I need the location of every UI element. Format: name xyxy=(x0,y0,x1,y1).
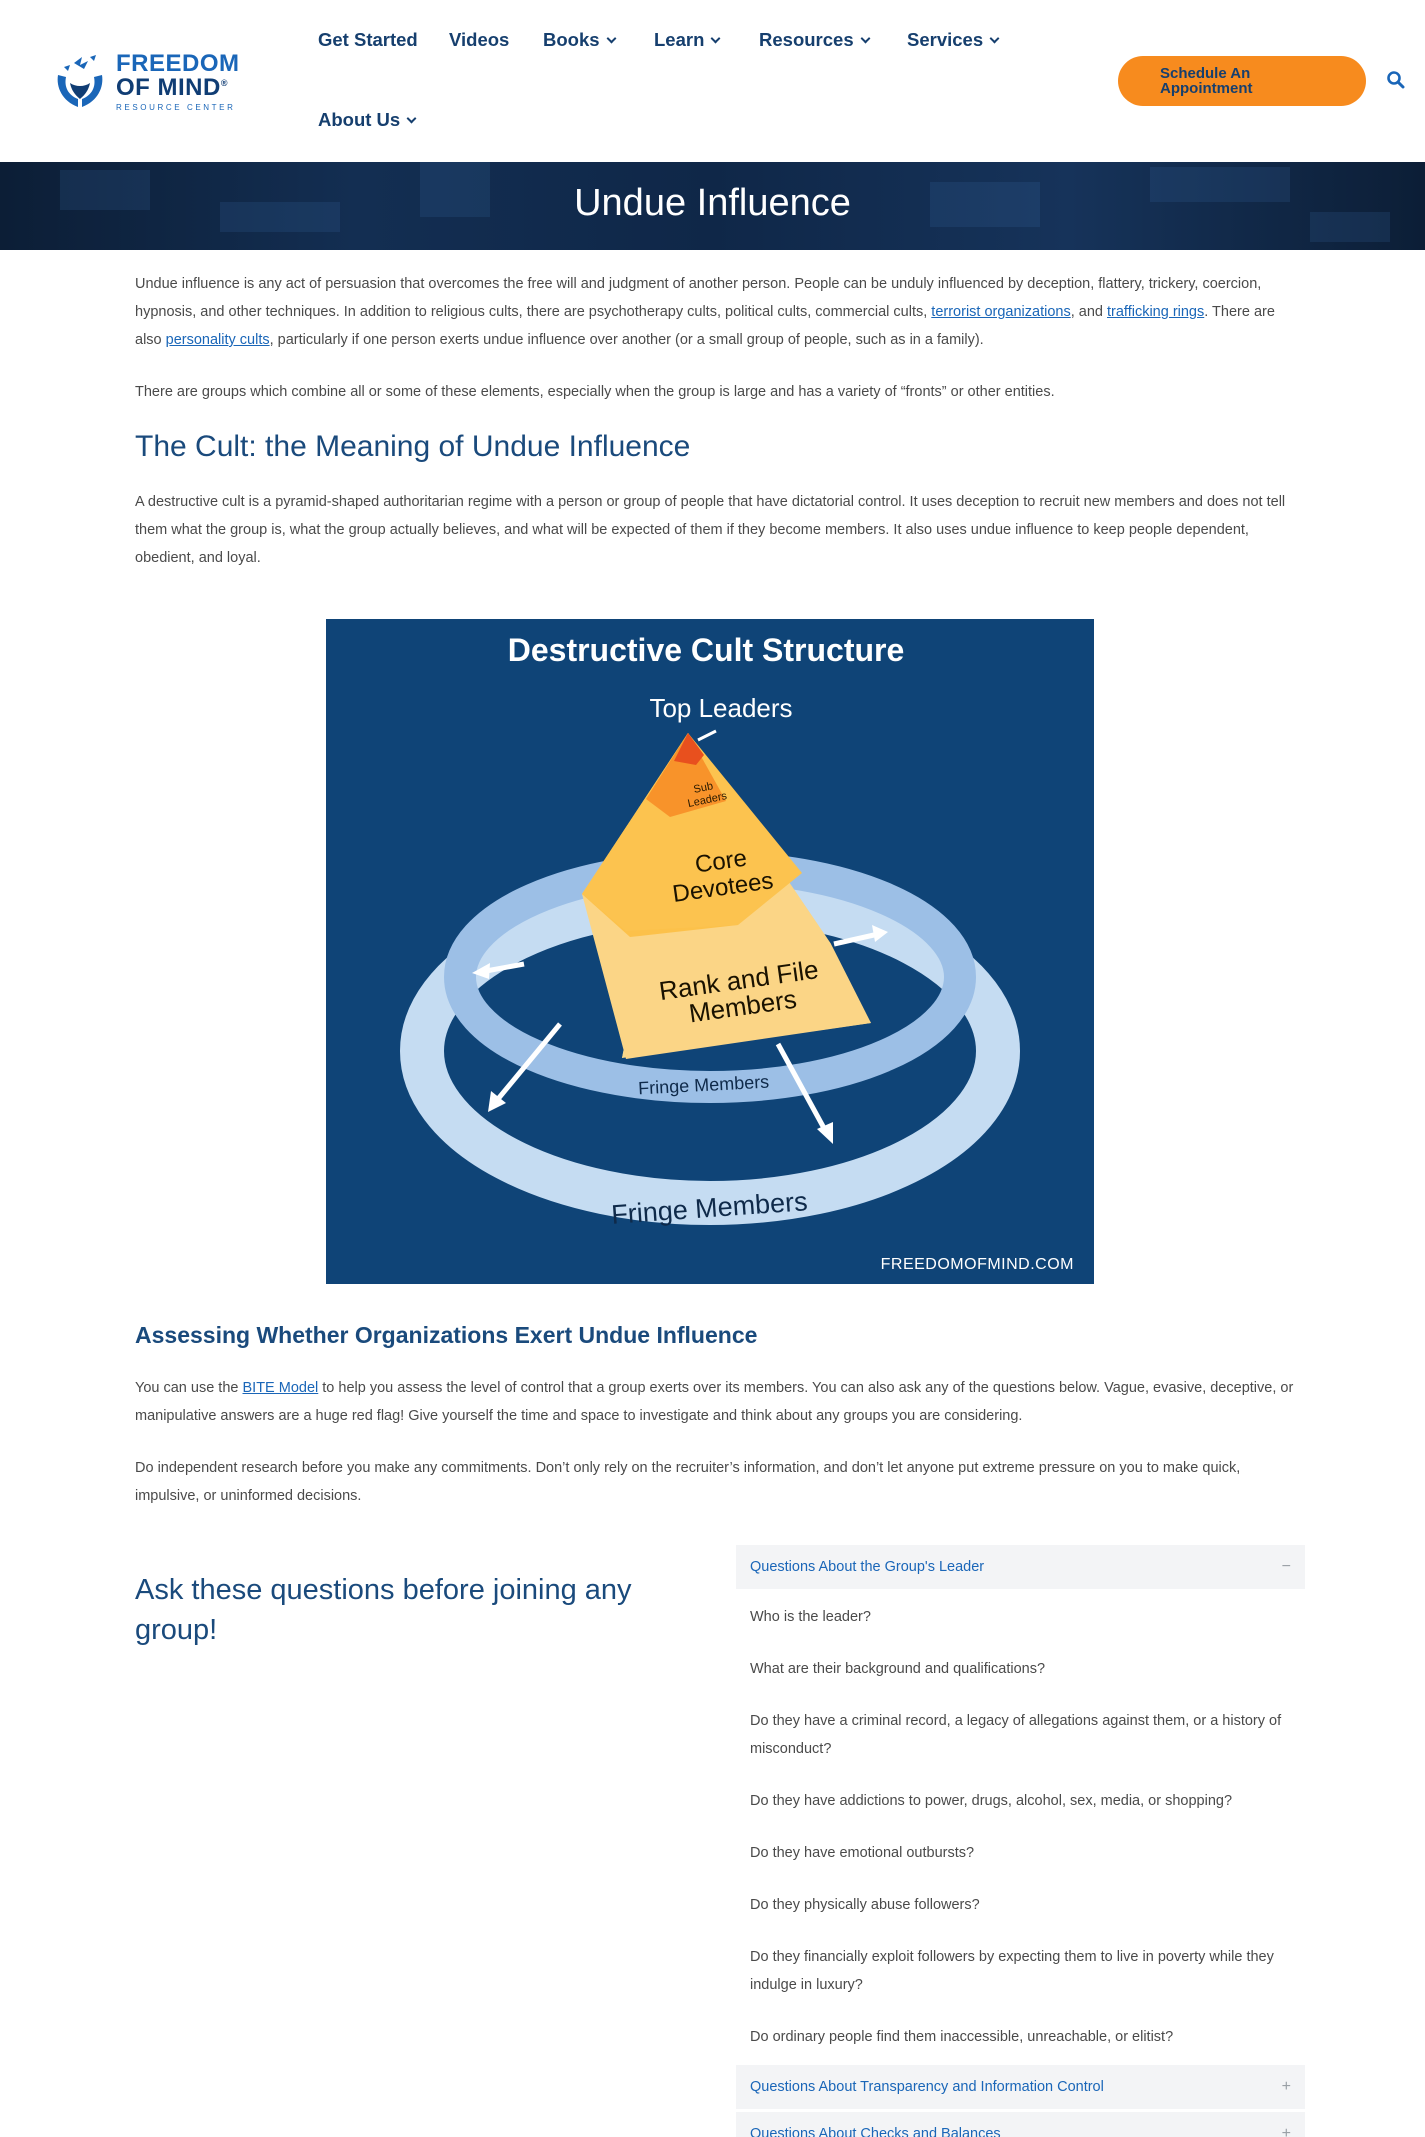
list-item: Do they financially exploit followers by… xyxy=(750,1949,1274,1993)
list-item: What are their background and qualificat… xyxy=(750,1661,1046,1677)
nav-label: Resources xyxy=(759,29,854,50)
intro-text-b: , and xyxy=(1070,304,1107,320)
list-item: Do they have a criminal record, a legacy… xyxy=(750,1713,1282,1757)
trafficking-rings-link[interactable]: trafficking rings xyxy=(1107,304,1205,320)
intro-section: Undue influence is any act of persuasion… xyxy=(135,270,1305,406)
banner-tile xyxy=(60,170,150,210)
chevron-down-icon xyxy=(406,113,417,123)
nav-item-get-started[interactable]: Get Started xyxy=(318,29,418,51)
arrow-left xyxy=(485,961,525,974)
logo-line-1: FREEDOM xyxy=(116,50,240,77)
chevron-down-icon xyxy=(606,33,616,43)
intro-paragraph-1: Undue influence is any act of persuasion… xyxy=(135,270,1305,354)
terrorist-organizations-link[interactable]: terrorist organizations xyxy=(931,304,1071,320)
assess-section: You can use the BITE Model to help you a… xyxy=(135,1374,1305,1510)
top-leaders-label: Top Leaders xyxy=(649,693,792,723)
accordion-header-leader[interactable]: Questions About the Group's Leader − xyxy=(736,1545,1305,1589)
page-title-banner: Undue Influence xyxy=(0,162,1425,250)
bite-model-link[interactable]: BITE Model xyxy=(242,1380,319,1396)
site-logo[interactable]: FREEDOM OF MIND® RESOURCE CENTER xyxy=(52,50,252,114)
assess-heading: Assessing Whether Organizations Exert Un… xyxy=(135,1322,758,1348)
list-item: Do they have emotional outbursts? xyxy=(750,1845,975,1861)
nav-label: Get Started xyxy=(318,29,418,50)
nav-item-books[interactable]: Books xyxy=(543,29,616,51)
accordion-title: Questions About the Group's Leader xyxy=(750,1559,985,1575)
nav-label: About Us xyxy=(318,109,401,130)
arrow-left-head xyxy=(472,963,490,979)
nav-item-about-us[interactable]: About Us xyxy=(318,109,417,131)
list-item: Do they have addictions to power, drugs,… xyxy=(750,1793,1233,1809)
intro-paragraph-2: There are groups which combine all or so… xyxy=(135,384,1055,400)
list-item: Do they physically abuse followers? xyxy=(750,1897,980,1913)
nav-item-services[interactable]: Services xyxy=(907,29,1000,51)
expand-icon: + xyxy=(1281,2125,1291,2137)
intro-text-d: , particularly if one person exerts undu… xyxy=(269,332,984,348)
nav-label: Services xyxy=(907,29,984,50)
sub-leaders-label-1: Sub xyxy=(693,780,715,796)
nav-item-videos[interactable]: Videos xyxy=(449,29,509,51)
outward-arrows xyxy=(472,925,888,1144)
assess-paragraph-1: You can use the BITE Model to help you a… xyxy=(135,1374,1305,1430)
schedule-appointment-button[interactable]: Schedule An Appointment xyxy=(1118,56,1366,106)
chevron-down-icon xyxy=(860,33,871,43)
banner-tile xyxy=(220,202,340,232)
ask-questions-heading: Ask these questions before joining any g… xyxy=(135,1574,632,1646)
nav-label: Videos xyxy=(449,29,510,50)
hands-dove-logo-icon xyxy=(57,55,103,107)
accordion-item-checks: Questions About Checks and Balances + xyxy=(736,2112,1305,2137)
nav-item-learn[interactable]: Learn xyxy=(654,29,721,51)
logo-line-2: OF MIND® xyxy=(116,76,240,100)
expand-icon: + xyxy=(1281,2078,1291,2095)
logo-line-2-text: OF MIND xyxy=(116,74,221,101)
page-title: Undue Influence xyxy=(574,182,851,224)
accordion-header-transparency[interactable]: Questions About Transparency and Informa… xyxy=(736,2065,1305,2109)
arrow-down-left xyxy=(496,1022,562,1101)
nav-label: Learn xyxy=(654,29,705,50)
nav-item-resources[interactable]: Resources xyxy=(759,29,871,51)
questions-accordion: Questions About the Group's Leader − Who… xyxy=(736,1545,1305,2051)
list-item: Who is the leader? xyxy=(750,1609,871,1625)
pyramid-sub-leaders xyxy=(646,733,726,817)
arrow-right xyxy=(833,932,875,947)
chevron-down-icon xyxy=(710,33,721,43)
accordion-title: Questions About Transparency and Informa… xyxy=(750,2079,1104,2095)
banner-tile xyxy=(1310,212,1390,242)
personality-cults-link[interactable]: personality cults xyxy=(165,332,270,348)
intro-text-a: Undue influence is any act of persuasion… xyxy=(135,276,1262,320)
cult-section-heading: The Cult: the Meaning of Undue Influence xyxy=(135,430,691,463)
assess-paragraph-2: Do independent research before you make … xyxy=(135,1460,1241,1504)
search-icon[interactable] xyxy=(1386,70,1406,90)
nav-label: Books xyxy=(543,29,600,50)
site-header: FREEDOM OF MIND® RESOURCE CENTER Get Sta… xyxy=(0,0,1425,162)
banner-tile xyxy=(420,162,490,217)
assess-text-b: to help you assess the level of control … xyxy=(135,1380,1294,1424)
arrow-down-left-head xyxy=(488,1091,506,1112)
arrow-right-head xyxy=(872,925,888,942)
accordion-title: Questions About Checks and Balances xyxy=(750,2126,1001,2137)
accordion-body-leader: Who is the leader? What are their backgr… xyxy=(736,1603,1305,2051)
top-leaders-arrow xyxy=(697,729,717,742)
destructive-cult-structure-diagram: Destructive Cult Structure Fringe Member… xyxy=(326,619,1094,1284)
accordion-header-checks[interactable]: Questions About Checks and Balances + xyxy=(736,2112,1305,2137)
banner-tile xyxy=(1150,167,1290,202)
cult-section-body-wrapper: A destructive cult is a pyramid-shaped a… xyxy=(135,488,1305,572)
diagram-title: Destructive Cult Structure xyxy=(508,632,905,668)
collapse-icon: − xyxy=(1281,1558,1291,1575)
arrow-down-right xyxy=(775,1042,828,1132)
pyramid-core-devotees xyxy=(582,733,802,931)
pyramid-top-leaders xyxy=(674,733,704,765)
schedule-appointment-label: Schedule An Appointment xyxy=(1160,65,1253,97)
cult-section-body: A destructive cult is a pyramid-shaped a… xyxy=(135,494,1286,566)
list-item: Do ordinary people find them inaccessibl… xyxy=(750,2029,1174,2045)
logo-line-3: RESOURCE CENTER xyxy=(116,103,236,112)
accordion-item-transparency: Questions About Transparency and Informa… xyxy=(736,2065,1305,2109)
chevron-down-icon xyxy=(989,33,1000,43)
arrow-down-right-head xyxy=(817,1122,833,1144)
logo-registered-mark: ® xyxy=(220,78,228,88)
banner-tile xyxy=(930,182,1040,227)
assess-text-a: You can use the xyxy=(135,1380,243,1396)
diagram-watermark: FREEDOMOFMIND.COM xyxy=(881,1256,1074,1273)
intro-text-c: . There are also xyxy=(135,304,1275,348)
